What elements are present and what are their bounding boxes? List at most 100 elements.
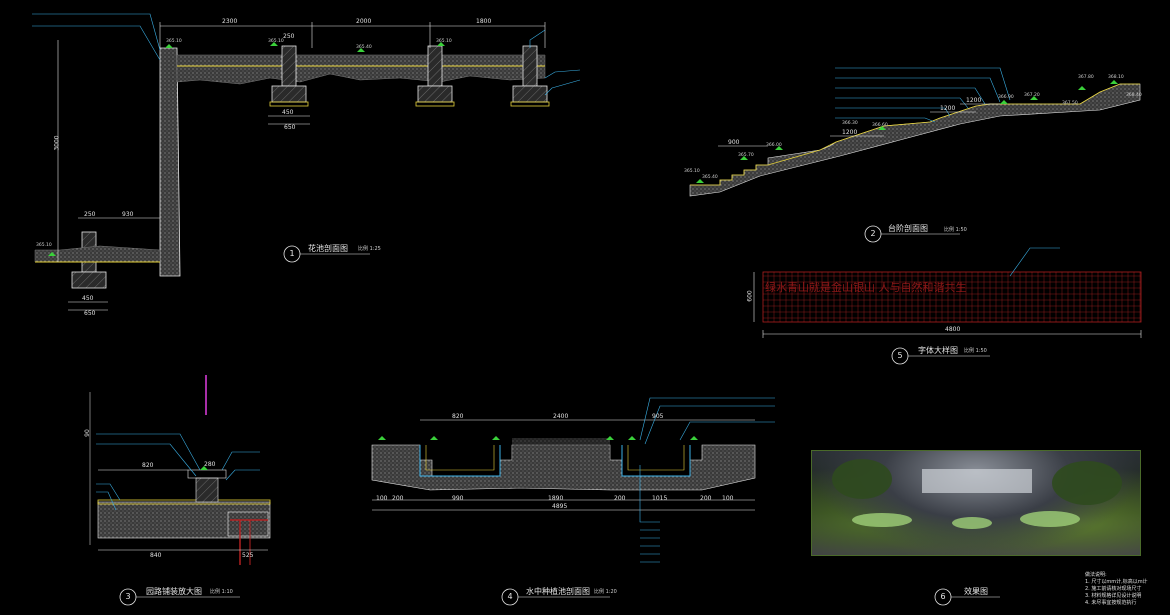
d2-title: 台阶剖面图 [888,224,928,233]
d1-dim-left-4: 650 [84,310,96,317]
footing-lower [34,231,161,289]
detail-2-leaders [835,67,1011,123]
d4-scale: 比例 1:20 [594,589,617,595]
footing-1 [269,45,309,107]
render-pond-3 [1020,511,1080,527]
d1-elev-3: 365.10 [268,39,284,44]
d4-dim-b-7: 200 [700,495,712,502]
d2-elev-4: 366.00 [766,143,782,148]
d4-title: 水中种植池剖面图 [526,587,590,596]
banner-grid [762,271,1142,323]
notes-line-3: 3. 材料规格详见设计说明 [1085,593,1142,599]
d1-dim-left-3: 450 [82,295,94,302]
render-pond-1 [852,513,912,527]
d1-dim-small-2: 650 [284,124,296,131]
soil-top [176,54,546,85]
d5-scale: 比例 1:50 [964,348,987,354]
detail-3-paving-detail [89,375,271,606]
d1-title: 花池剖面图 [308,244,348,253]
d4-dim-b-4: 1890 [548,495,564,502]
d1-scale: 比例 1:25 [358,246,381,252]
d4-dim-top-2: 2400 [553,413,569,420]
d4-number: 4 [507,592,513,601]
d5-banner-text: 绿水青山就是金山银山 人与自然和谐共生 [765,281,967,294]
notes-line-1: 1. 尺寸以mm计,标高以m计 [1085,579,1148,585]
d3-dim-525: 525 [242,552,254,559]
d2-scale: 比例 1:50 [944,227,967,233]
d2-elev-7: 366.90 [998,95,1014,100]
render-pond-2 [952,517,992,529]
d2-dim-3: 1200 [940,105,956,112]
detail-1-dimensions [57,22,546,311]
d4-dim-b-3: 990 [452,495,464,502]
d2-elev-12: 368.40 [1126,93,1142,98]
d1-height-dim: 3000 [53,135,61,151]
detail-4-water-planter-section [371,397,775,606]
d4-dim-b-6: 1015 [652,495,668,502]
d5-height-dim: 600 [746,290,754,302]
detail-4-leaders [639,397,775,563]
d1-elev-5: 365.40 [356,45,372,50]
detail-2-steps-section [689,67,1141,243]
d2-elev-10: 367.80 [1078,75,1094,80]
rendering-image [811,450,1141,556]
d1-dim-left-1: 250 [84,211,96,218]
d2-dim-2: 1200 [842,129,858,136]
d2-number: 2 [870,229,876,238]
d3-title: 园路铺装放大图 [146,587,202,596]
notes-line-4: 4. 未尽事宜按规范执行 [1085,600,1137,606]
d2-dim-1: 900 [728,139,740,146]
d2-elev-6: 366.60 [872,123,888,128]
detail-2-markers [696,80,1118,183]
d2-elev-8: 367.20 [1024,93,1040,98]
notes-title: 做法说明: [1085,572,1107,578]
d6-title: 效果图 [964,587,988,596]
notes-line-2: 2. 施工前请核对现场尺寸 [1085,586,1142,592]
notes-block: 做法说明: 1. 尺寸以mm计,标高以m计 2. 施工前请核对现场尺寸 3. 材… [1085,572,1148,607]
d3-dim-840: 840 [150,552,162,559]
d6-number: 6 [940,592,946,601]
footing-2 [415,45,455,107]
d5-width-dim: 4800 [945,326,961,333]
detail-1-planter-section [32,13,581,311]
detail-1-markers [48,42,445,256]
d3-dim-90: 90 [83,429,91,437]
d1-dim-left-2: 930 [122,211,134,218]
d2-elev-9: 367.50 [1062,101,1078,106]
d4-dim-b-5: 200 [614,495,626,502]
d1-number: 1 [289,249,295,258]
detail-2-dimensions [718,103,1000,147]
d2-elev-5: 366.30 [842,121,858,126]
water-area [512,438,610,488]
d2-elev-3: 365.70 [738,153,754,158]
d2-elev-2: 365.40 [702,175,718,180]
d3-number: 3 [125,592,131,601]
d1-dim-top-2: 2000 [356,18,372,25]
d1-dim-top-3: 1800 [476,18,492,25]
d4-dim-b-2: 200 [392,495,404,502]
d4-dim-top-1: 820 [452,413,464,420]
d4-dim-top-3: 905 [652,413,664,420]
d3-dim-820: 820 [142,462,154,469]
d4-dim-b-8: 100 [722,495,734,502]
d1-dim-top-1: 2300 [222,18,238,25]
detail-3-leaders [96,433,260,511]
detail-5-lettering-banner [753,247,1142,365]
d1-elev-2: 365.10 [166,39,182,44]
render-tree-right [1052,461,1122,505]
detail-1-leaders [32,13,581,96]
d1-elev-1: 365.10 [36,243,52,248]
d1-elev-4: 365.10 [436,39,452,44]
d5-number: 5 [897,351,903,360]
footing-3 [510,45,550,107]
d1-dim-small-1: 450 [282,109,294,116]
d3-dim-280: 280 [204,461,216,468]
d2-elev-11: 368.10 [1108,75,1124,80]
d4-dim-total: 4895 [552,503,568,510]
d2-dim-4: 1200 [966,97,982,104]
render-tree-left [832,459,892,499]
d1-dim-small-3: 250 [283,33,295,40]
d2-elev-1: 365.10 [684,169,700,174]
render-building [922,469,1032,493]
